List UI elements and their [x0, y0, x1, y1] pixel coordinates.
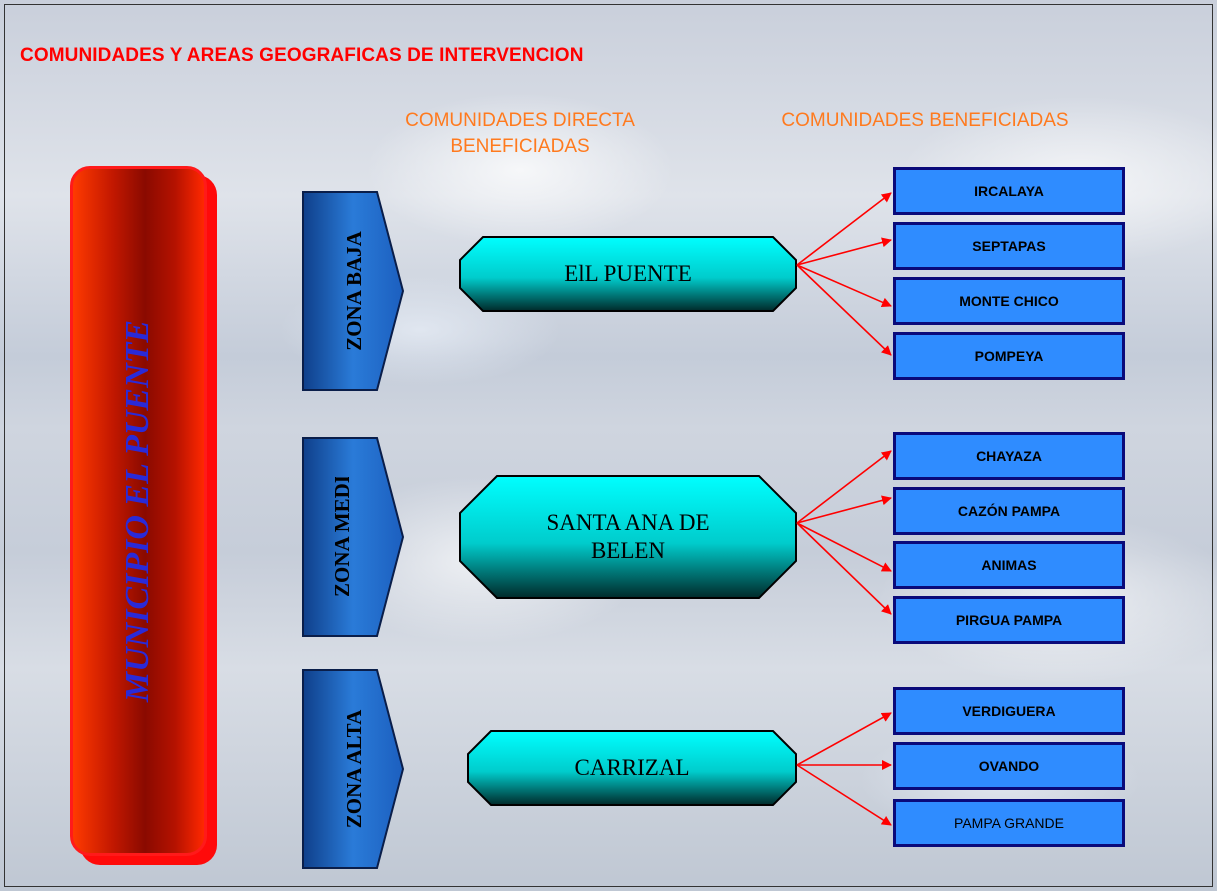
zone-baja-shape — [302, 191, 405, 391]
benefited-ircalaya: IRCALAYA — [893, 167, 1125, 215]
benefited-ovando: OVANDO — [893, 742, 1125, 790]
arrow-puente-pompeya — [796, 264, 892, 356]
header-direct-communities: COMUNIDADES DIRECTA BENEFICIADAS — [405, 110, 635, 157]
municipality-pillar — [70, 166, 207, 856]
zone-alta: ZONA ALTA — [302, 669, 405, 869]
diagram-title: COMUNIDADES Y AREAS GEOGRAFICAS DE INTER… — [20, 45, 584, 66]
benefited-cazon-pampa: CAZÓN PAMPA — [893, 487, 1125, 535]
arrow-santa-pirgua-pampa — [796, 522, 892, 615]
zone-baja: ZONA BAJA — [302, 191, 405, 391]
community-carrizal-label: CARRIZAL — [574, 755, 690, 780]
community-santa-ana-shape — [459, 475, 797, 599]
benefited-verdiguera: VERDIGUERA — [893, 687, 1125, 735]
benefited-monte-chico: MONTE CHICO — [893, 277, 1125, 325]
arrow-puente-ircalaya — [796, 192, 892, 266]
community-el-puente-shape — [459, 236, 797, 312]
arrow-carrizal-verdiguera — [796, 712, 892, 766]
arrow-puente-septapas — [796, 237, 892, 266]
community-santa-ana-de-belen: SANTA ANA DE BELEN — [459, 475, 797, 599]
arrow-carrizal-pampa-grande — [796, 764, 892, 826]
community-el-puente: ElL PUENTE — [459, 236, 797, 312]
zone-media-shape — [302, 437, 405, 637]
benefited-animas: ANIMAS — [893, 541, 1125, 589]
community-carrizal: CARRIZAL — [467, 730, 797, 806]
benefited-pampa-grande: PAMPA GRANDE — [893, 799, 1125, 847]
benefited-pompeya: POMPEYA — [893, 332, 1125, 380]
arrow-santa-animas — [796, 522, 892, 572]
arrow-puente-monte-chico — [796, 264, 892, 307]
zone-media: ZONA MEDIA — [302, 437, 405, 637]
benefited-chayaza: CHAYAZA — [893, 432, 1125, 480]
community-santa-ana-label: SANTA ANA DE BELEN — [459, 475, 797, 599]
benefited-pirgua-pampa: PIRGUA PAMPA — [893, 596, 1125, 644]
arrow-santa-cazon-pampa — [796, 495, 892, 524]
community-santa-ana-text: SANTA ANA DE BELEN — [546, 510, 710, 563]
community-el-puente-label: ElL PUENTE — [564, 261, 692, 286]
arrow-santa-chayaza — [796, 450, 892, 524]
header-benefited-communities: COMUNIDADES BENEFICIADAS — [781, 110, 1069, 131]
community-carrizal-shape — [467, 730, 797, 806]
benefited-septapas: SEPTAPAS — [893, 222, 1125, 270]
zone-alta-shape — [302, 669, 405, 869]
